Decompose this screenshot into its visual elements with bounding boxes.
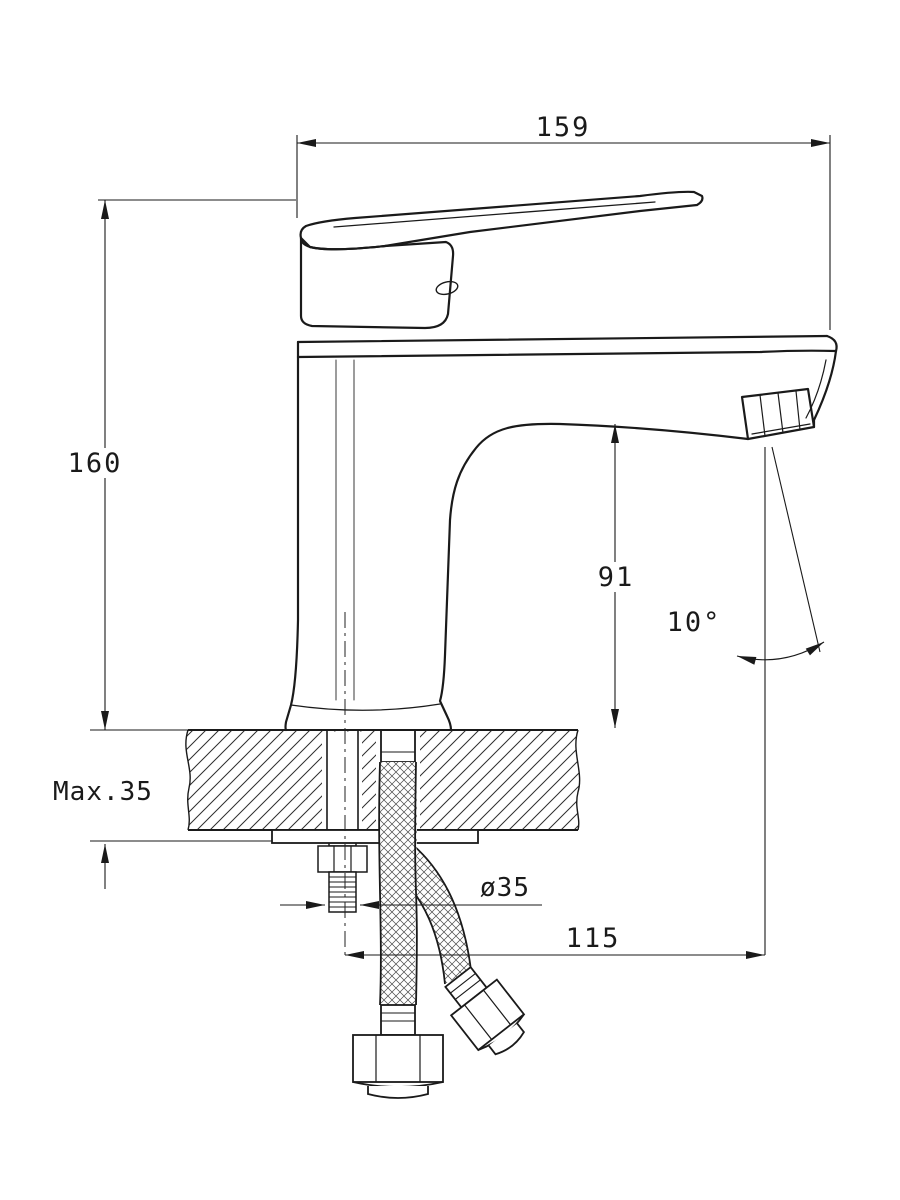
hose1-fitting-top — [380, 731, 416, 763]
spout-underside-and-body-right — [438, 422, 750, 732]
dim-spout-height-label: 91 — [598, 562, 635, 593]
hose1-braid-texture — [379, 762, 417, 1005]
label-bg-91 — [588, 562, 642, 592]
countertop-left-break — [185, 729, 191, 831]
hose1-ferrule — [380, 1004, 416, 1036]
hose2-nut — [449, 978, 526, 1052]
deck-top-line — [296, 334, 829, 344]
angle-slanted-leg — [771, 446, 821, 653]
dim-overall-height-label: 160 — [68, 448, 123, 479]
dimension-labels: 159 160 91 10° Max.35 ø35 115 — [53, 112, 722, 954]
stud-thread-ticks — [329, 876, 356, 908]
hose1-nut — [352, 1034, 444, 1083]
lever-handle — [299, 190, 704, 251]
body-left-edge — [284, 355, 300, 732]
stud-nut-facets — [333, 846, 352, 872]
label-bg-160 — [60, 448, 128, 478]
cap-index-oval — [435, 280, 459, 296]
deck-front-line — [296, 349, 838, 359]
dim-spray-angle-label: 10° — [667, 607, 722, 638]
hose2-ferrule-bands — [449, 973, 481, 1000]
hose2-nut-facets — [464, 989, 512, 1040]
spout-head-edge — [812, 349, 838, 429]
spout-head-inner — [805, 359, 827, 419]
aerator-outline — [740, 387, 816, 441]
handle-cap — [299, 236, 455, 330]
supply-hose-1 — [352, 731, 444, 1099]
faucet-body — [284, 190, 838, 732]
stud-nut — [317, 845, 368, 873]
dim-max-deck-thickness-label: Max.35 — [53, 777, 153, 807]
countertop-right-break — [575, 729, 581, 831]
hose1-ferrule-bands — [381, 1012, 415, 1022]
stud-through-hole — [322, 731, 362, 829]
hose2-end-fitting — [444, 965, 526, 1056]
dim-spout-reach-label: 115 — [566, 923, 621, 954]
deck-tip-join — [825, 334, 838, 353]
lever-edge-line — [333, 201, 656, 228]
mounting-stud-upper — [326, 731, 359, 830]
base-joint-curve — [290, 703, 441, 711]
dim-angle-arc — [736, 641, 825, 665]
hose2-collar — [488, 1022, 525, 1056]
aerator-outlet-line — [751, 423, 811, 435]
backing-plate — [271, 829, 479, 844]
hose1-nut-facets — [375, 1035, 421, 1082]
hose1-collar — [367, 1086, 429, 1099]
dimension-lines — [90, 135, 831, 959]
dim-hole-diameter-label: ø35 — [480, 873, 530, 903]
aerator-facets — [759, 390, 801, 437]
mounting-stud-lower — [317, 843, 368, 913]
internal-channel-lines — [335, 359, 355, 701]
dim-overall-length-label: 159 — [536, 112, 591, 143]
